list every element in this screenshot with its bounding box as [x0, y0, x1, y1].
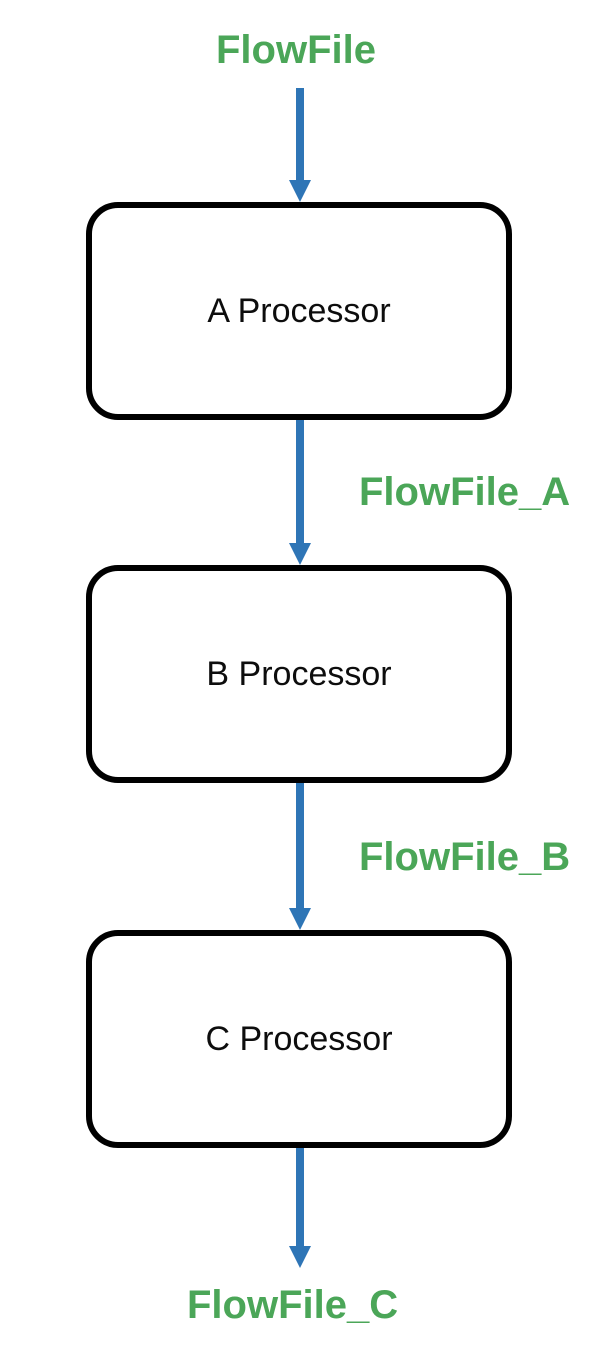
arrow-head: [289, 543, 311, 565]
arrow-head: [289, 1246, 311, 1268]
flowfile-input-label: FlowFile: [216, 28, 376, 72]
flowfile-a-label: FlowFile_A: [359, 470, 571, 514]
arrow-shaft: [296, 420, 304, 543]
flowfile-b-label: FlowFile_B: [359, 835, 571, 879]
arrow-head: [289, 180, 311, 202]
processor-box-c[interactable]: C Processor: [86, 930, 512, 1148]
processor-b-label: B Processor: [206, 655, 392, 693]
arrow-head: [289, 908, 311, 930]
processor-c-label: C Processor: [205, 1020, 393, 1058]
processor-box-a[interactable]: A Processor: [86, 202, 512, 420]
arrow-flowfile-to-processor-a: [0, 88, 612, 202]
flowfile-c-label: FlowFile_C: [187, 1283, 399, 1327]
processor-box-b[interactable]: B Processor: [86, 565, 512, 783]
processor-a-label: A Processor: [207, 292, 391, 330]
arrow-processor-c-to-flowfile-c: [0, 1148, 612, 1268]
arrow-shaft: [296, 1148, 304, 1246]
arrow-shaft: [296, 88, 304, 180]
arrow-shaft: [296, 783, 304, 908]
